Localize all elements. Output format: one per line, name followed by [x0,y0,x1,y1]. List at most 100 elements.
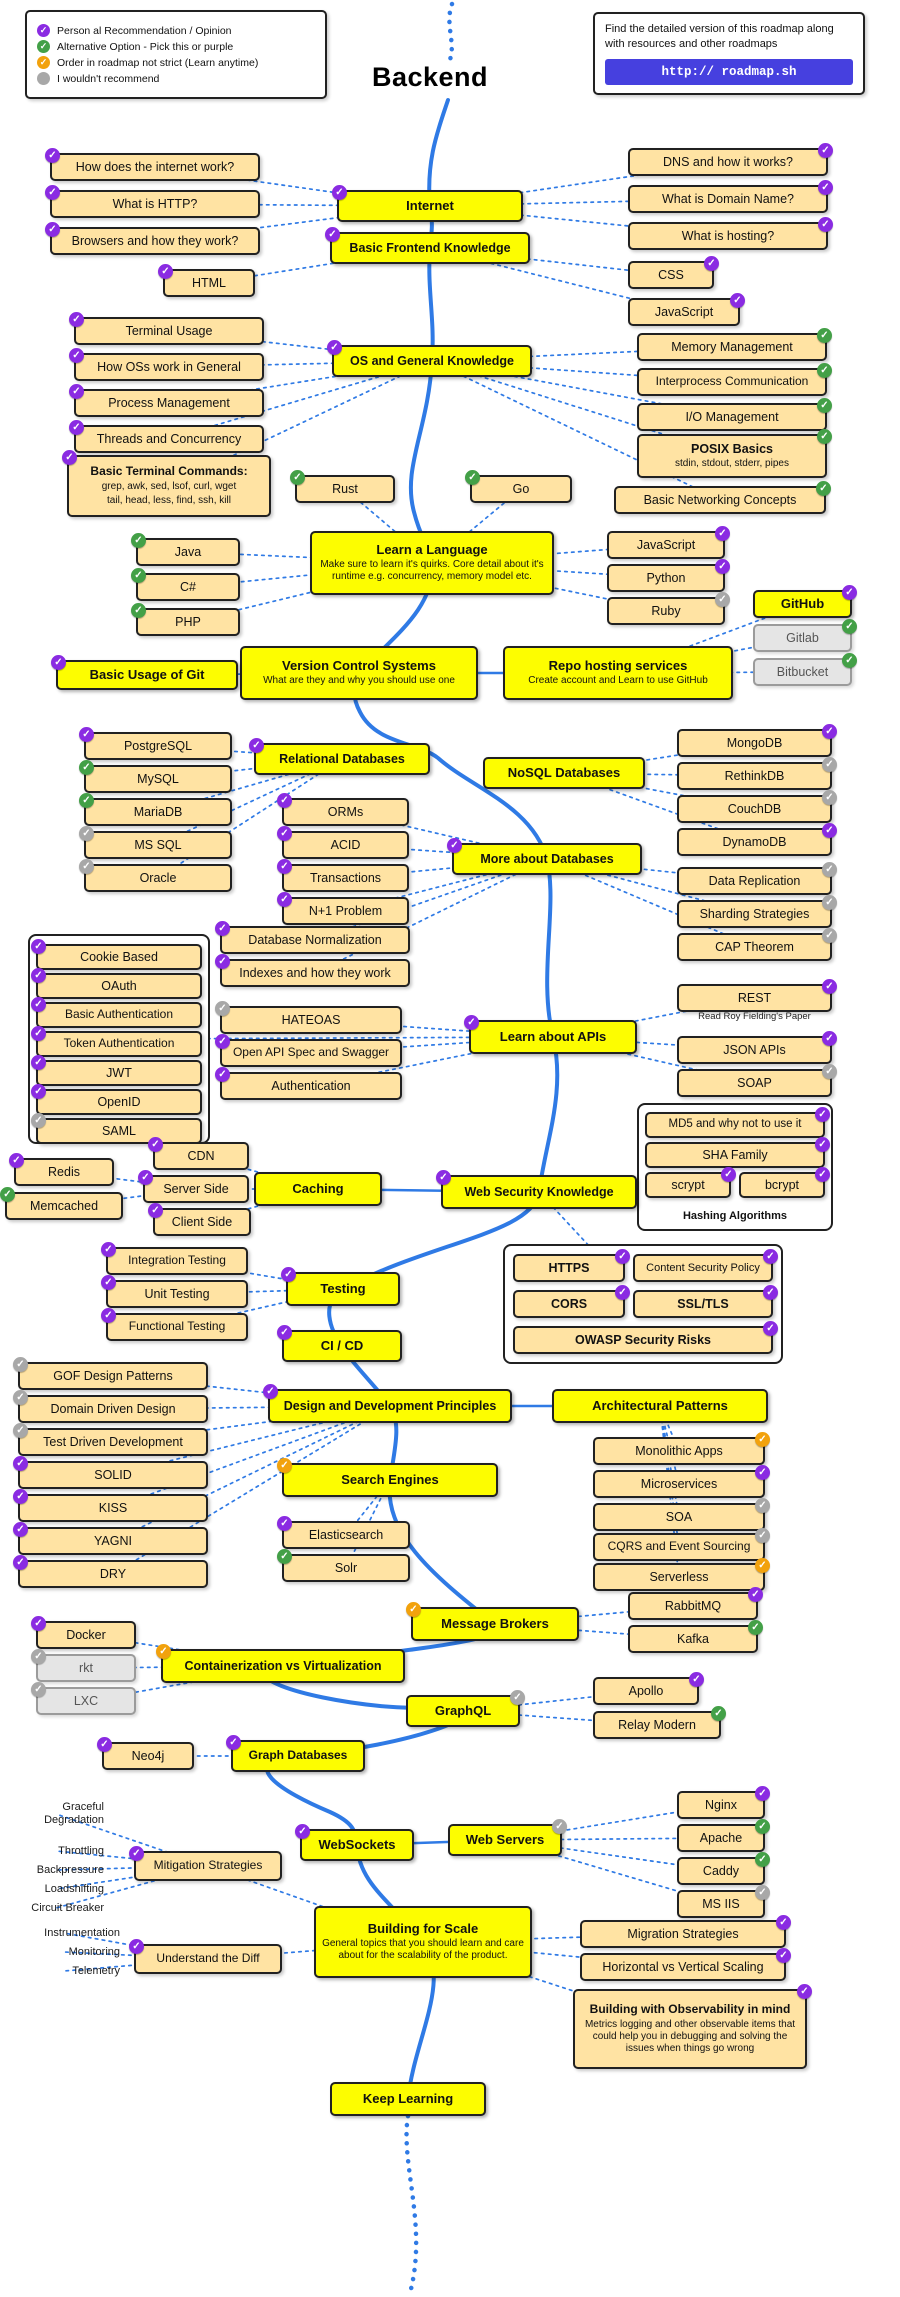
java-node[interactable]: ✓Java [131,533,240,566]
os-node[interactable]: ✓OS and General Knowledge [327,340,532,377]
ipc-node[interactable]: ✓Interprocess Communication [637,363,832,396]
mongodb-node[interactable]: ✓MongoDB [677,724,837,757]
relay-modern-node[interactable]: ✓Relay Modern [593,1706,726,1739]
learn-apis-node[interactable]: ✓Learn about APIs [464,1015,637,1054]
graphql-node[interactable]: ✓GraphQL [406,1690,525,1727]
io-mgmt-node[interactable]: ✓I/O Management [637,398,832,431]
python-node[interactable]: ✓Python [607,559,730,592]
ms-iis-node[interactable]: ✓MS IIS [677,1885,770,1918]
html-node[interactable]: ✓HTML [158,264,255,297]
nosql-db-node[interactable]: NoSQL Databases [483,757,645,789]
dry-node[interactable]: ✓DRY [13,1555,208,1588]
caddy-node[interactable]: ✓Caddy [677,1852,770,1885]
os-work-node[interactable]: ✓How OSs work in General [69,348,264,381]
cicd-node[interactable]: ✓CI / CD [277,1325,402,1362]
db-normalization-node[interactable]: ✓Database Normalization [215,921,410,954]
github-node[interactable]: ✓GitHub [753,585,857,618]
server-side-node[interactable]: ✓Server Side [138,1170,249,1203]
transactions-node[interactable]: ✓Transactions [277,859,409,892]
csp-node[interactable]: ✓Content Security Policy [633,1249,778,1282]
apollo-node[interactable]: ✓Apollo [593,1672,704,1705]
integration-testing-node[interactable]: ✓Integration Testing [101,1242,248,1275]
rabbitmq-node[interactable]: ✓RabbitMQ [628,1587,763,1620]
https-node[interactable]: ✓HTTPS [513,1249,630,1282]
tdd-node[interactable]: ✓Test Driven Development [13,1423,208,1456]
client-side-node[interactable]: ✓Client Side [148,1203,251,1236]
threads-node[interactable]: ✓Threads and Concurrency [69,420,264,453]
php-node[interactable]: ✓PHP [131,603,240,636]
orms-node[interactable]: ✓ORMs [277,793,409,826]
oauth-node[interactable]: ✓OAuth [31,968,202,999]
elasticsearch-node[interactable]: ✓Elasticsearch [277,1516,410,1549]
gitlab-node[interactable]: ✓Gitlab [753,619,857,652]
roadmap-link-button[interactable]: http:// roadmap.sh [605,58,853,85]
md5-node[interactable]: ✓MD5 and why not to use it [645,1107,830,1138]
microservices-node[interactable]: ✓Microservices [593,1465,770,1498]
solid-node[interactable]: ✓SOLID [13,1456,208,1489]
basic-git-node[interactable]: ✓Basic Usage of Git [51,655,238,690]
caching-node[interactable]: Caching [254,1172,382,1206]
terminal-commands-node[interactable]: ✓Basic Terminal Commands:grep, awk, sed,… [62,450,271,517]
what-http-node[interactable]: ✓What is HTTP? [45,185,260,218]
docker-node[interactable]: ✓Docker [31,1616,136,1649]
cqrs-node[interactable]: ✓CQRS and Event Sourcing [593,1528,770,1561]
n1-problem-node[interactable]: ✓N+1 Problem [277,892,409,925]
data-replication-node[interactable]: ✓Data Replication [677,862,837,895]
understand-diff-node[interactable]: ✓Understand the Diff [129,1939,282,1974]
rust-node[interactable]: ✓Rust [290,470,395,503]
cdn-node[interactable]: ✓CDN [148,1137,249,1170]
dns-node[interactable]: ✓DNS and how it works? [628,143,833,176]
web-servers-node[interactable]: ✓Web Servers [448,1819,567,1856]
ruby-node[interactable]: ✓Ruby [607,592,730,625]
bcrypt-node[interactable]: ✓bcrypt [739,1167,830,1198]
nginx-node[interactable]: ✓Nginx [677,1786,770,1819]
memory-mgmt-node[interactable]: ✓Memory Management [637,328,832,361]
browsers-node[interactable]: ✓Browsers and how they work? [45,222,260,255]
terminal-usage-node[interactable]: ✓Terminal Usage [69,312,264,345]
search-engines-node[interactable]: ✓Search Engines [277,1458,498,1497]
indexes-node[interactable]: ✓Indexes and how they work [215,954,410,987]
domain-name-node[interactable]: ✓What is Domain Name? [628,180,833,213]
acid-node[interactable]: ✓ACID [277,826,409,859]
message-brokers-node[interactable]: ✓Message Brokers [406,1602,579,1641]
hosting-node[interactable]: ✓What is hosting? [628,217,833,250]
dynamodb-node[interactable]: ✓DynamoDB [677,823,837,856]
relational-db-node[interactable]: ✓Relational Databases [249,738,430,775]
web-security-node[interactable]: ✓Web Security Knowledge [436,1170,637,1209]
redis-node[interactable]: ✓Redis [9,1153,114,1186]
soap-node[interactable]: ✓SOAP [677,1064,837,1097]
testing-node[interactable]: ✓Testing [281,1267,400,1306]
migration-strategies-node[interactable]: ✓Migration Strategies [580,1915,791,1948]
design-principles-node[interactable]: ✓Design and Development Principles [263,1384,512,1423]
ddd-node[interactable]: ✓Domain Driven Design [13,1390,208,1423]
how-internet-node[interactable]: ✓How does the internet work? [45,148,260,181]
websockets-node[interactable]: ✓WebSockets [295,1824,414,1861]
process-mgmt-node[interactable]: ✓Process Management [69,384,264,417]
arch-patterns-node[interactable]: Architectural Patterns [552,1389,768,1423]
openid-node[interactable]: ✓OpenID [31,1084,202,1115]
basic-authentication-node[interactable]: ✓Basic Authentication [31,997,202,1028]
oracle-node[interactable]: ✓Oracle [79,859,232,892]
postgresql-node[interactable]: ✓PostgreSQL [79,727,232,760]
couchdb-node[interactable]: ✓CouchDB [677,790,837,823]
javascript-node[interactable]: ✓JavaScript [628,293,745,326]
monolithic-node[interactable]: ✓Monolithic Apps [593,1432,770,1465]
hateoas-node[interactable]: ✓HATEOAS [215,1001,402,1034]
json-apis-node[interactable]: ✓JSON APIs [677,1031,837,1064]
css-node[interactable]: ✓CSS [628,256,719,289]
js-lang-node[interactable]: ✓JavaScript [607,526,730,559]
cors-node[interactable]: ✓CORS [513,1285,630,1318]
gof-node[interactable]: ✓GOF Design Patterns [13,1357,208,1390]
scrypt-node[interactable]: ✓scrypt [645,1167,736,1198]
csharp-node[interactable]: ✓C# [131,568,240,601]
keep-learning-node[interactable]: Keep Learning [330,2082,486,2116]
functional-testing-node[interactable]: ✓Functional Testing [101,1308,248,1341]
containerization-node[interactable]: ✓Containerization vs Virtualization [156,1644,405,1683]
solr-node[interactable]: ✓Solr [277,1549,410,1582]
saml-node[interactable]: ✓SAML [31,1113,202,1144]
rethinkdb-node[interactable]: ✓RethinkDB [677,757,837,790]
